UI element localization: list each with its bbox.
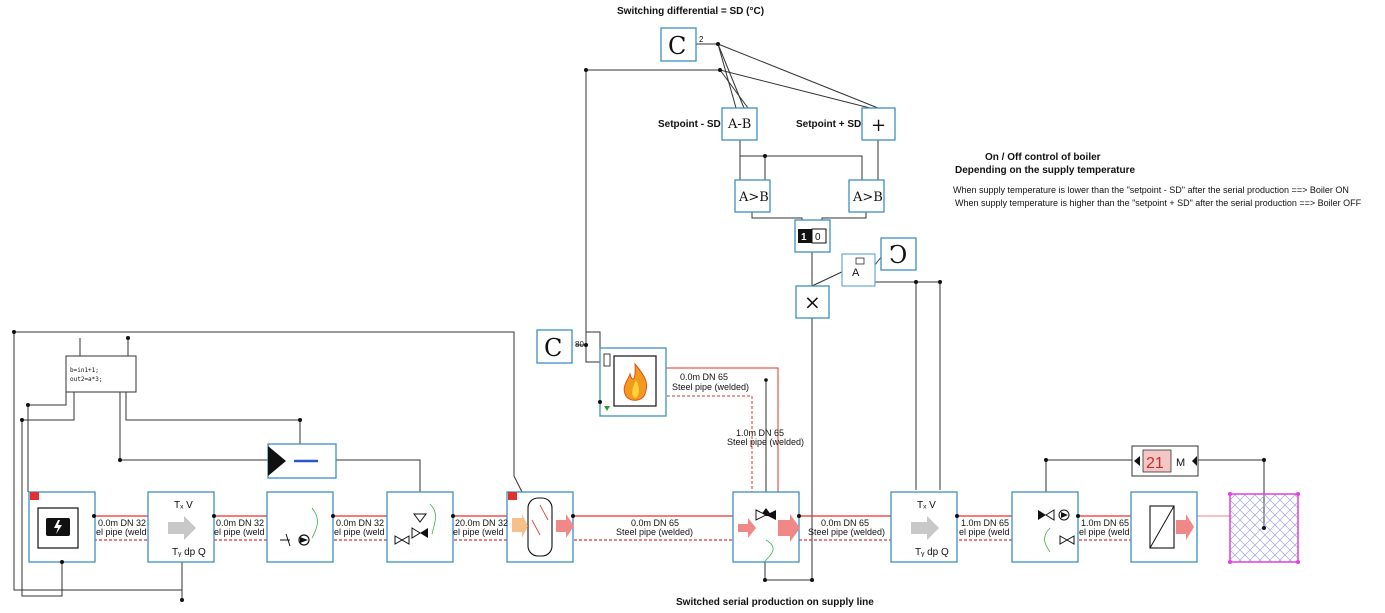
constant-sd-block[interactable]: C 2 [660,27,704,62]
constant-sd-symbol: C [668,32,686,60]
pipe-3-type: el pipe (weld [334,527,385,537]
formula-line-2: out2=a*3; [70,376,103,383]
controller-block[interactable] [267,443,337,479]
pipe-2-type: el pipe (weld [214,527,265,537]
multiply-block[interactable]: × [795,285,830,319]
constant-setpoint-block[interactable]: C 80 [536,329,584,364]
heat-exchanger-block[interactable] [1130,491,1198,563]
pipe-4-length: 20.0m DN 32 [455,518,508,528]
constant-setpoint-value: 80 [575,340,584,349]
pipe-6-length: 0.0m DN 65 [821,518,869,528]
storage-tank-block[interactable] [506,491,574,563]
switching-differential-title: Switching differential = SD (°C) [617,6,764,17]
pipe-8-type: el pipe (weld [1079,527,1130,537]
sensor-1-bottom-label: Tᵧ dp Q [172,547,206,558]
delay-symbol: Ↄ [889,241,907,269]
pump-group-block[interactable] [1011,491,1079,563]
comparator-left-block[interactable]: A>B [734,179,771,213]
pipe-2-length: 0.0m DN 32 [216,518,264,528]
mixing-valve-block[interactable] [732,491,800,563]
delay-block[interactable]: Ↄ [880,237,917,271]
note-heading-2: Depending on the supply temperature [955,165,1135,176]
sensor-1-block[interactable]: Tₓ V Tᵧ dp Q [147,491,215,563]
note-heading-1: On / Off control of boiler [985,152,1101,163]
pipe-7-length: 1.0m DN 65 [961,518,1009,528]
pump-setpoint-display[interactable]: 21 M [1131,445,1199,477]
boiler-pipe-1-length: 0.0m DN 65 [680,372,728,382]
pipe-8-length: 1.0m DN 65 [1081,518,1129,528]
add-symbol: + [871,115,886,136]
sensor-2-bottom-label: Tᵧ dp Q [915,547,949,558]
constant-setpoint-symbol: C [544,334,562,362]
footer-title: Switched serial production on supply lin… [676,597,874,608]
sensor-2-top-label: Tₓ V [917,500,936,511]
sensor-2-block[interactable]: Tₓ V Tᵧ dp Q [890,491,958,563]
pipe-1-type: el pipe (weld [96,527,147,537]
boiler-block[interactable] [599,347,667,417]
multiply-symbol: × [804,290,821,314]
note-line-1: When supply temperature is lower than th… [953,185,1349,195]
boiler-pipe-2-type: Steel pipe (welded) [727,437,804,447]
boiler-pipe-2-length: 1.0m DN 65 [736,428,784,438]
pipe-6-type: Steel pipe (welded) [808,527,885,537]
comparator-left-symbol: A>B [738,190,769,205]
clip-symbol: A [852,267,860,279]
pipe-1-length: 0.0m DN 32 [98,518,146,528]
pipe-5-type: Steel pipe (welded) [616,527,693,537]
clip-block[interactable]: A [841,253,876,287]
add-block[interactable]: + [861,107,896,141]
sensor-1-top-label: Tₓ V [174,500,193,511]
pump-check-block[interactable] [266,491,334,563]
subtract-block[interactable]: A-B [721,107,758,141]
pipe-7-type: el pipe (weld [959,527,1010,537]
constant-sd-value: 2 [699,35,704,44]
subtract-symbol: A-B [727,117,751,132]
flipflop-off-label: 0 [815,232,821,243]
pipe-4-type: el pipe (weld [453,527,504,537]
pump-mode-label: M [1176,457,1185,469]
boiler-pipe-1-type: Steel pipe (welded) [672,382,749,392]
pump-setpoint-value: 21 [1146,455,1164,472]
formula-line-1: b=in1+1; [70,367,99,374]
note-line-2: When supply temperature is higher than t… [955,198,1362,208]
junction-dots [12,42,1266,602]
pipe-labels: 0.0m DN 32 el pipe (weld 0.0m DN 32 el p… [96,518,1130,537]
balancing-valve-block[interactable] [386,491,454,563]
pipe-3-length: 0.0m DN 32 [336,518,384,528]
formula-block[interactable]: b=in1+1; out2=a*3; [65,355,137,393]
flipflop-on-label: 1 [801,232,807,243]
flipflop-block[interactable]: 1 0 [794,219,831,253]
heat-source-block[interactable] [28,491,96,563]
pipe-5-length: 0.0m DN 65 [631,518,679,528]
comparator-right-block[interactable]: A>B [848,179,885,213]
comparator-right-symbol: A>B [852,190,883,205]
setpoint-plus-label: Setpoint + SD [796,119,861,130]
setpoint-minus-label: Setpoint - SD [658,119,721,130]
